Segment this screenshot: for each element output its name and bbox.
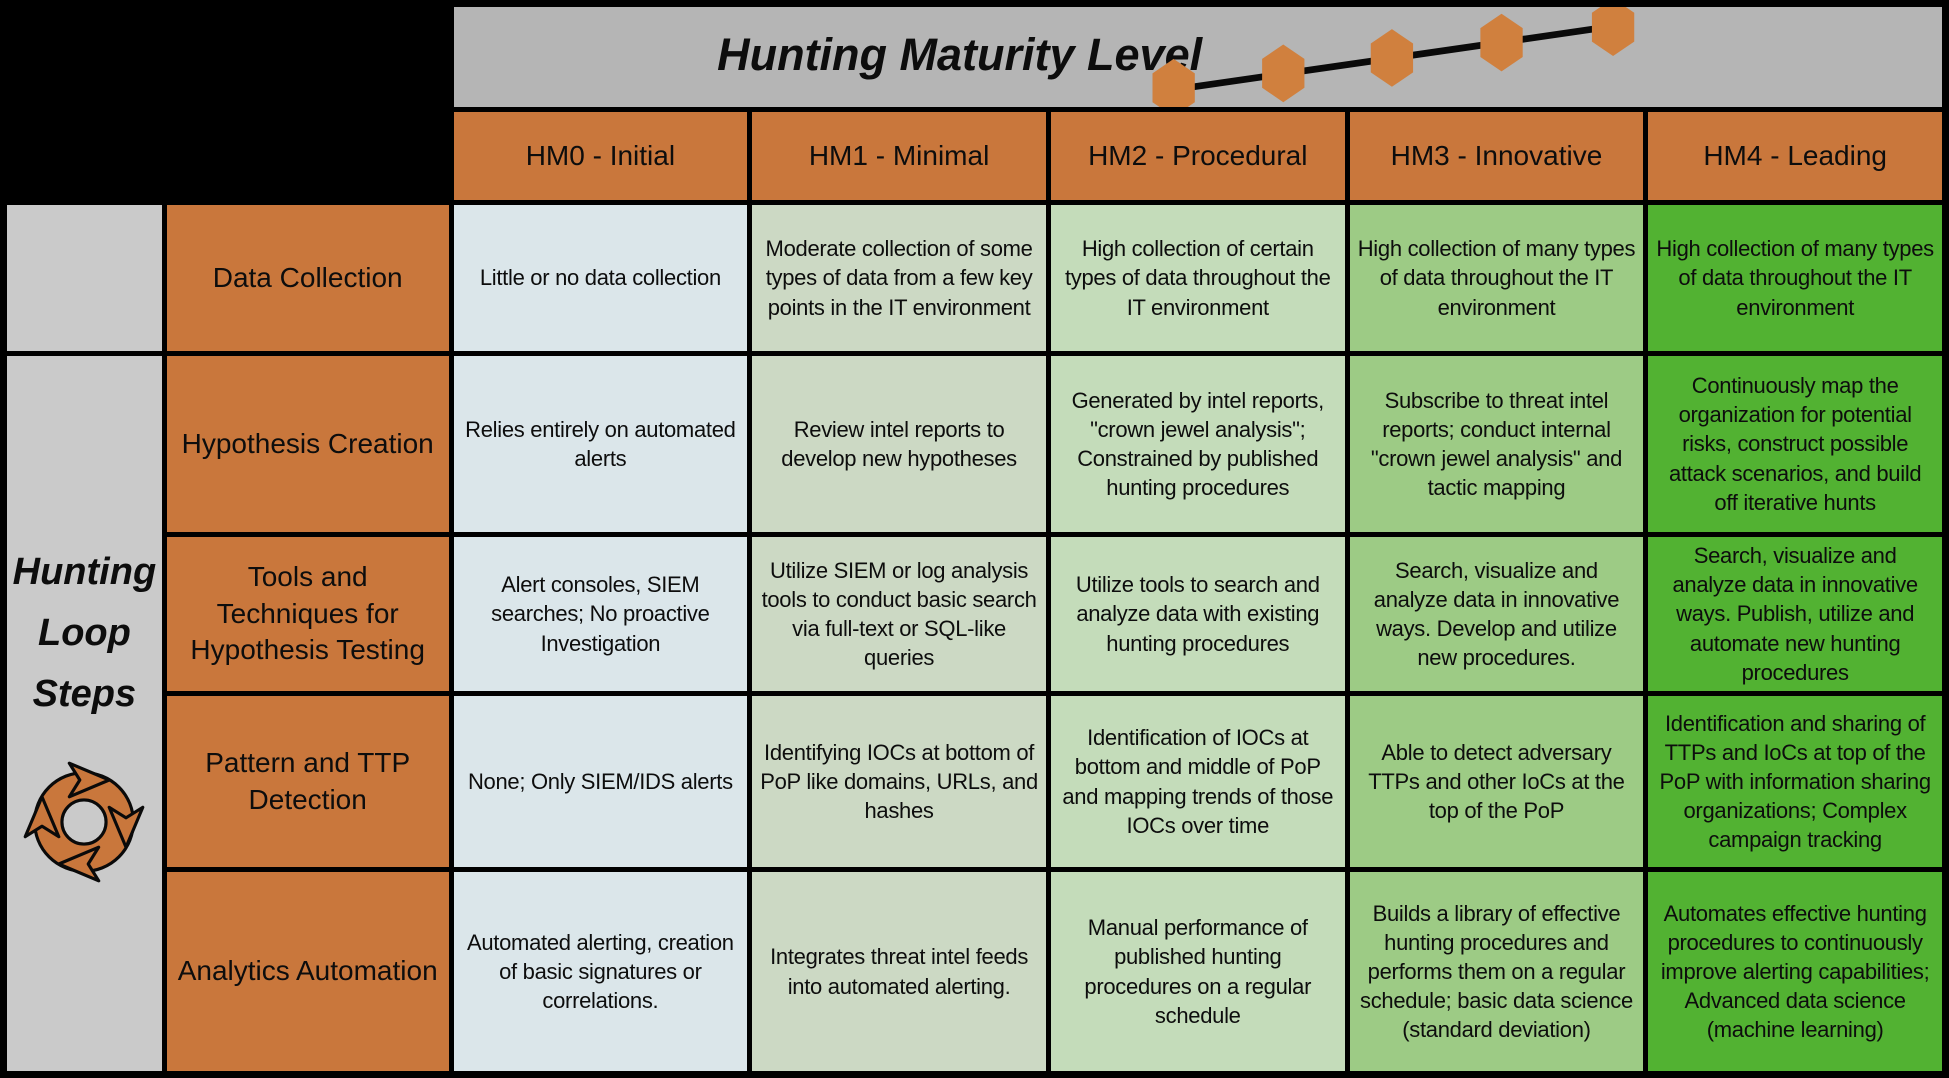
cell-pattern-hm3: Able to detect adversary TTPs and other … (1349, 696, 1644, 867)
cell-data-collection-hm0: Little or no data collection (453, 205, 748, 351)
column-header-hm1: HM1 - Minimal (752, 112, 1046, 200)
row-label-hypothesis-creation: Hypothesis Creation (166, 356, 449, 532)
row-label-pattern-ttp-detection: Pattern and TTP Detection (166, 696, 449, 867)
cell-pattern-hm2: Identification of IOCs at bottom and mid… (1050, 696, 1345, 867)
cell-hypothesis-creation-hm1: Review intel reports to develop new hypo… (752, 356, 1046, 532)
cell-hypothesis-creation-hm2: Generated by intel reports, "crown jewel… (1050, 356, 1345, 532)
cell-data-collection-hm2: High collection of certain types of data… (1050, 205, 1345, 351)
cycle-arrows-icon (24, 761, 145, 883)
hexagon-marker-icon (1370, 29, 1414, 87)
column-header-hm0: HM0 - Initial (453, 112, 748, 200)
cell-data-collection-hm4: High collection of many types of data th… (1648, 205, 1942, 351)
page-title: Hunting Maturity Level (717, 28, 1203, 80)
cell-pattern-hm0: None; Only SIEM/IDS alerts (453, 696, 748, 867)
corner-spacer (7, 7, 449, 200)
maturity-header-band: Hunting Maturity Level (453, 7, 1942, 107)
sidebar-spacer-cell (7, 205, 162, 351)
row-label-tools-and-techniques: Tools and Techniques for Hypothesis Test… (166, 537, 449, 691)
column-header-hm4: HM4 - Leading (1648, 112, 1942, 200)
cell-analytics-hm0: Automated alerting, creation of basic si… (453, 872, 748, 1071)
sidebar: Hunting Loop Steps (7, 356, 162, 1071)
cell-hypothesis-creation-hm4: Continuously map the organization for po… (1648, 356, 1942, 532)
maturity-trend-icon (1152, 7, 1635, 107)
hexagon-marker-icon (1480, 13, 1523, 72)
cell-analytics-hm3: Builds a library of effective hunting pr… (1349, 872, 1644, 1071)
cell-data-collection-hm1: Moderate collection of some types of dat… (752, 205, 1046, 351)
cell-tools-hm3: Search, visualize and analyze data in in… (1349, 537, 1644, 691)
cell-pattern-hm4: Identification and sharing of TTPs and I… (1648, 696, 1942, 867)
cell-analytics-hm4: Automates effective hunting procedures t… (1648, 872, 1942, 1071)
row-label-analytics-automation: Analytics Automation (166, 872, 449, 1071)
cell-hypothesis-creation-hm3: Subscribe to threat intel reports; condu… (1349, 356, 1644, 532)
cell-data-collection-hm3: High collection of many types of data th… (1349, 205, 1644, 351)
cell-tools-hm0: Alert consoles, SIEM searches; No proact… (453, 537, 748, 691)
cell-pattern-hm1: Identifying IOCs at bottom of PoP like d… (752, 696, 1046, 867)
row-label-data-collection: Data Collection (166, 205, 449, 351)
hexagon-markers (1152, 7, 1635, 107)
cell-tools-hm4: Search, visualize and analyze data in in… (1648, 537, 1942, 691)
sidebar-title: Hunting Loop Steps (12, 551, 157, 715)
cell-analytics-hm2: Manual performance of published hunting … (1050, 872, 1345, 1071)
cell-hypothesis-creation-hm0: Relies entirely on automated alerts (453, 356, 748, 532)
cell-tools-hm1: Utilize SIEM or log analysis tools to co… (752, 537, 1046, 691)
cell-tools-hm2: Utilize tools to search and analyze data… (1050, 537, 1345, 691)
cell-analytics-hm1: Integrates threat intel feeds into autom… (752, 872, 1046, 1071)
column-header-hm2: HM2 - Procedural (1050, 112, 1345, 200)
hexagon-marker-icon (1591, 7, 1635, 57)
column-header-hm3: HM3 - Innovative (1349, 112, 1644, 200)
hexagon-marker-icon (1152, 58, 1195, 107)
hexagon-marker-icon (1262, 44, 1305, 103)
